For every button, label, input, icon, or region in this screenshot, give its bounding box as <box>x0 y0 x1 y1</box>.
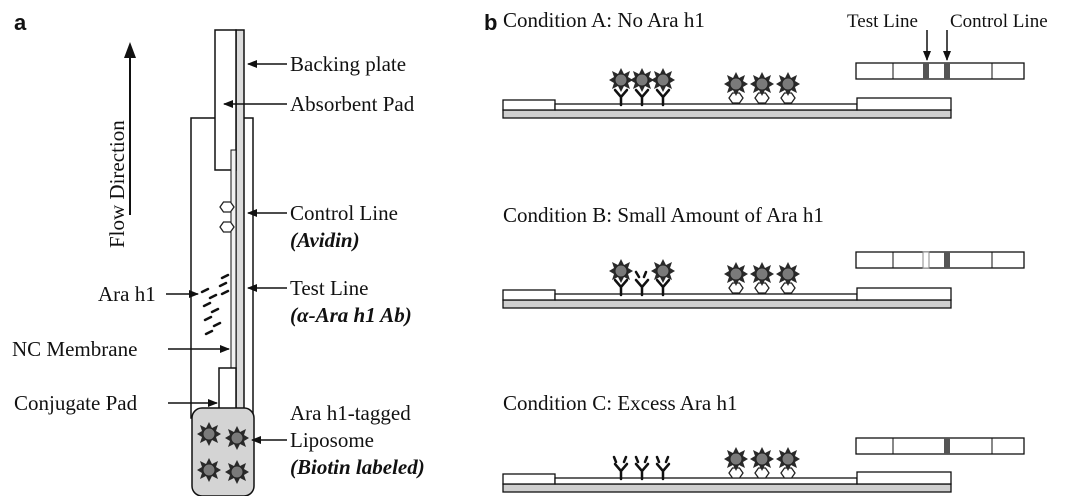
strip-c <box>502 471 952 493</box>
control-band <box>944 438 950 454</box>
liposome-icon <box>775 446 801 472</box>
liposome-icon <box>775 71 801 97</box>
liposome-icon <box>650 258 676 284</box>
result-strip-a <box>855 62 1025 80</box>
test-line-header: Test Line <box>847 11 918 32</box>
panel-b: b Test Line Control Line Condition A: No… <box>484 8 1048 493</box>
liposome-icon <box>224 425 250 451</box>
absorbent-pad-label: Absorbent Pad <box>290 92 415 116</box>
liposome-icon <box>608 258 634 284</box>
condition-a-label: Condition A: No Ara h1 <box>503 8 705 32</box>
ara-h1-label: Ara h1 <box>98 282 156 306</box>
conjugate-pad <box>218 367 237 411</box>
liposome-icon <box>723 446 749 472</box>
control-band <box>944 252 950 268</box>
control-line-header: Control Line <box>950 11 1048 32</box>
condition-b-label: Condition B: Small Amount of Ara h1 <box>503 203 824 227</box>
condition-c-label: Condition C: Excess Ara h1 <box>503 391 738 415</box>
liposome-icon <box>775 261 801 287</box>
liposome-label-line1: Ara h1-tagged <box>290 401 411 425</box>
strip-b <box>502 287 952 309</box>
liposome-icon <box>723 261 749 287</box>
control-line-label: Control Line <box>290 201 398 225</box>
test-line-antibodies <box>218 273 230 296</box>
liposome-label-line2: Liposome <box>290 428 374 452</box>
backing-plate-label: Backing plate <box>290 52 406 76</box>
backing-plate <box>235 29 245 411</box>
result-strip-b <box>855 251 1025 269</box>
nc-membrane-label: NC Membrane <box>12 337 137 361</box>
liposome-icon <box>723 71 749 97</box>
condition-c: Condition C: Excess Ara h1 <box>502 391 1025 493</box>
panel-a-letter: a <box>14 10 27 35</box>
liposome-icon <box>629 67 655 93</box>
test-line-reagent: (α-Ara h1 Ab) <box>290 303 412 327</box>
liposome-icon <box>196 421 222 447</box>
test-line-label: Test Line <box>290 276 368 300</box>
test-band <box>923 63 929 79</box>
avidin-icon <box>219 221 235 233</box>
control-band <box>944 63 950 79</box>
liposome-icon <box>749 71 775 97</box>
liposome-label-line3: (Biotin labeled) <box>290 455 425 479</box>
panel-a: a Flow Direction <box>12 10 425 496</box>
flow-direction-arrow <box>124 42 136 215</box>
liposome-icon <box>749 261 775 287</box>
nc-membrane <box>230 149 237 386</box>
result-strip-c <box>855 437 1025 455</box>
ara-h1-particles <box>200 287 222 336</box>
flow-direction-label: Flow Direction <box>105 120 129 248</box>
absorbent-pad <box>214 29 237 171</box>
liposome-icon <box>196 457 222 483</box>
panel-b-letter: b <box>484 10 497 35</box>
liposome-icon <box>749 446 775 472</box>
condition-b: Condition B: Small Amount of Ara h1 <box>502 203 1025 309</box>
avidin-icon <box>219 201 235 213</box>
liposome-icon <box>650 67 676 93</box>
condition-a: Condition A: No Ara h1 <box>502 8 1025 119</box>
control-line-reagent: (Avidin) <box>290 228 360 252</box>
test-band <box>922 251 930 269</box>
conjugate-pad-label: Conjugate Pad <box>14 391 138 415</box>
liposome-icon <box>608 67 634 93</box>
liposome-reservoir <box>191 407 255 496</box>
liposome-icon <box>224 459 250 485</box>
strip-a <box>502 97 952 119</box>
